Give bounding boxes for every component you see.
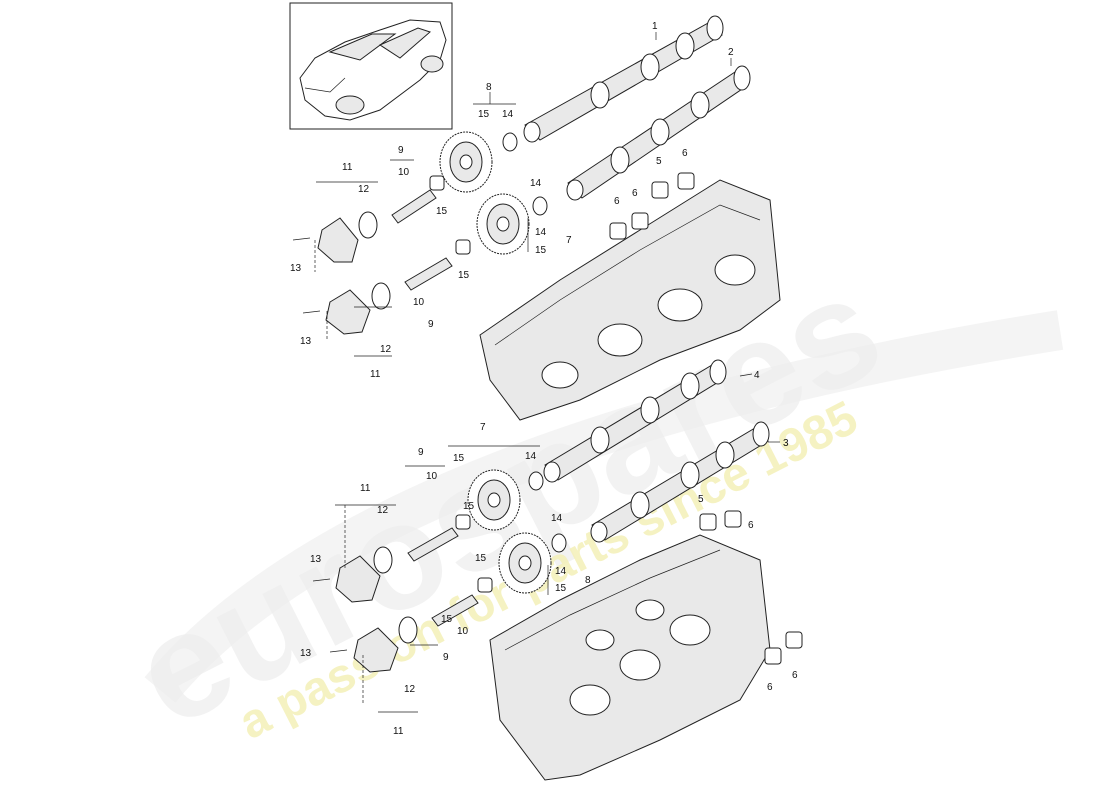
bolts: [292, 237, 348, 653]
callout-12-lower: 12: [377, 505, 389, 516]
callout-15-lower-a: 15: [453, 453, 465, 464]
bushings: [429, 175, 493, 593]
callout-6-upper-b: 6: [614, 196, 620, 207]
callout-15-upper-b: 15: [436, 206, 448, 217]
callout-13-upper: 13: [290, 263, 302, 274]
caps: [609, 172, 803, 665]
callout-11-upper-b: 11: [370, 369, 381, 380]
callout-14-upper-a: 14: [502, 109, 514, 120]
callout-9-lower-b: 9: [443, 652, 449, 663]
seal-rings: [502, 132, 567, 553]
cylinder-head-upper: [479, 179, 781, 421]
callout-5-lower: 5: [698, 494, 704, 505]
callout-13-upper-b: 13: [300, 336, 312, 347]
callout-8-upper: 8: [486, 82, 492, 93]
callout-11-lower: 11: [360, 483, 371, 494]
camshaft-2: [566, 65, 751, 201]
callout-12-lower-b: 12: [404, 684, 416, 695]
callout-labels: 1 2 4 3 8 15 14 9 10 11 12 15 13 14 5 6 …: [290, 21, 798, 737]
callout-9-lower: 9: [418, 447, 424, 458]
callout-15-lower-b: 15: [463, 501, 475, 512]
solenoid-covers: [317, 217, 399, 673]
callout-5-upper: 5: [656, 156, 662, 167]
callout-9-upper-b: 9: [428, 319, 434, 330]
camshaft-3: [590, 421, 770, 543]
callout-4: 4: [754, 370, 760, 381]
camshaft-1: [523, 15, 724, 143]
callout-9-upper: 9: [398, 145, 404, 156]
callout-15-lower-e: 15: [441, 614, 453, 625]
callout-15-upper-c: 15: [535, 245, 547, 256]
callout-6-lower-a: 6: [748, 520, 754, 531]
callout-14-lower-b: 14: [551, 513, 563, 524]
callout-13-lower-b: 13: [300, 648, 312, 659]
callout-13-lower: 13: [310, 554, 322, 565]
callout-14-upper-c: 14: [535, 227, 547, 238]
callout-14-lower-a: 14: [525, 451, 537, 462]
callout-8-lower: 8: [585, 575, 591, 586]
camshaft-adjuster-7-upper: [476, 193, 530, 255]
callout-6-upper-c: 6: [632, 188, 638, 199]
callout-10-upper-b: 10: [413, 297, 425, 308]
camshaft-adjuster-8-upper: [439, 131, 493, 193]
callout-15-lower-c: 15: [475, 553, 487, 564]
callout-15-upper-d: 15: [458, 270, 470, 281]
callout-12-upper: 12: [358, 184, 370, 195]
callout-7-lower: 7: [480, 422, 486, 433]
callout-3: 3: [783, 438, 789, 449]
callout-10-lower: 10: [426, 471, 438, 482]
callout-15-lower-d: 15: [555, 583, 567, 594]
callout-6-upper-a: 6: [682, 148, 688, 159]
leader-lines: [314, 32, 780, 713]
callout-14-lower-c: 14: [555, 566, 567, 577]
vehicle-thumbnail: [289, 2, 453, 130]
callout-10-lower-b: 10: [457, 626, 469, 637]
callout-6-lower-c: 6: [792, 670, 798, 681]
car-icon: [299, 19, 447, 121]
gaskets: [358, 211, 418, 644]
callout-1: 1: [652, 21, 658, 32]
camshaft-4: [543, 359, 727, 483]
central-valves: [391, 189, 479, 627]
callout-11-lower-b: 11: [393, 726, 404, 737]
callout-10-upper: 10: [398, 167, 410, 178]
callout-7-upper: 7: [566, 235, 572, 246]
callout-11-upper: 11: [342, 162, 353, 173]
cylinder-head-lower: [489, 534, 771, 781]
callout-2: 2: [728, 47, 734, 58]
camshaft-adjuster-7-lower: [467, 469, 521, 531]
callout-15-upper-a: 15: [478, 109, 490, 120]
callout-14-upper-b: 14: [530, 178, 542, 189]
camshaft-adjuster-8-lower: [498, 532, 552, 594]
callout-6-lower-b: 6: [767, 682, 773, 693]
callout-12-upper-b: 12: [380, 344, 392, 355]
